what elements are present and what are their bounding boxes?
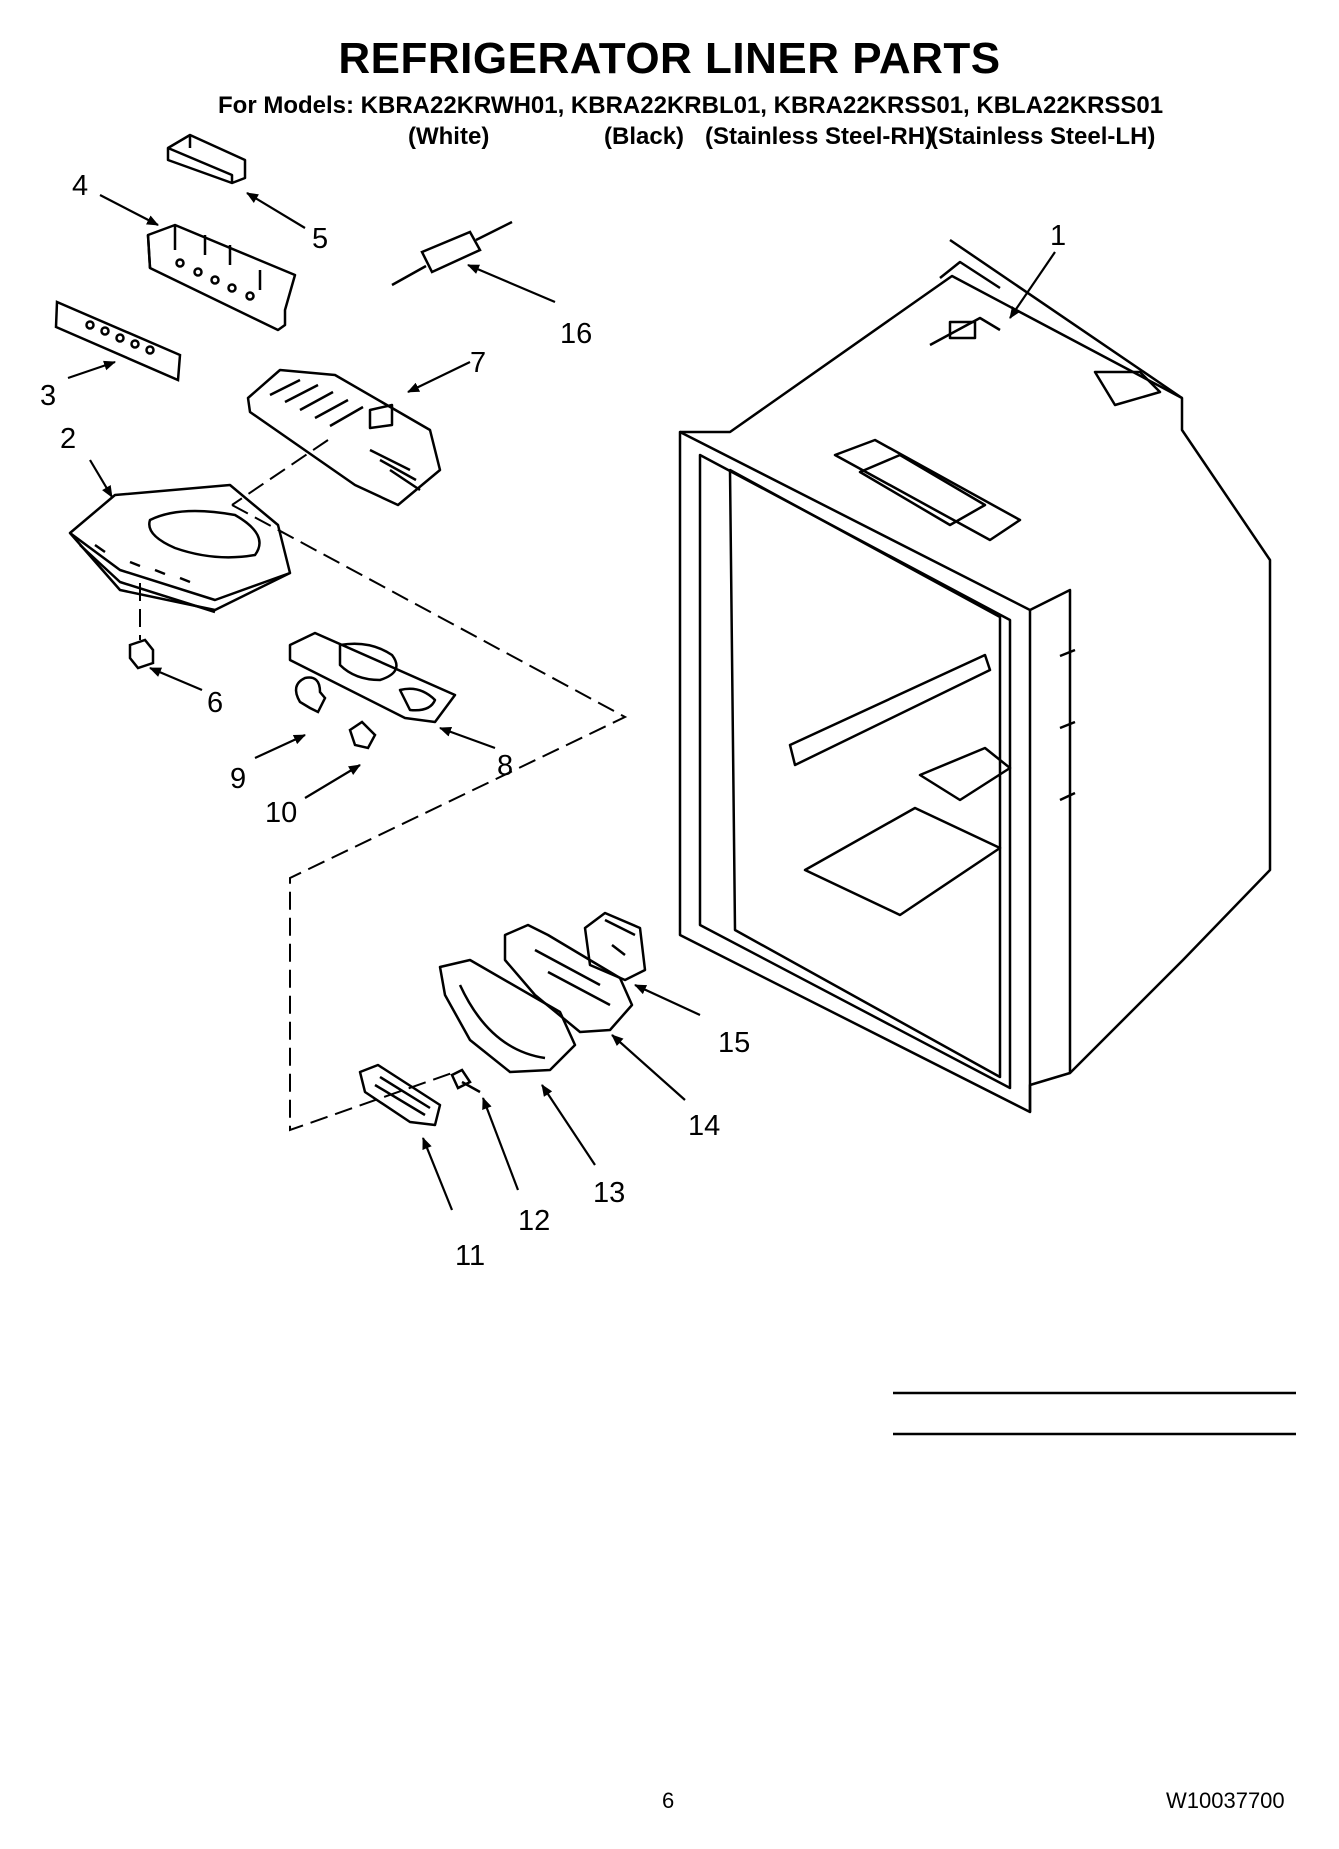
callout-4: 4: [72, 170, 88, 202]
part-7-light-shield: [246, 368, 442, 507]
callout-14: 14: [688, 1110, 720, 1142]
callout-10: 10: [265, 797, 297, 829]
separator-lines: [893, 1391, 1296, 1436]
variant-stainless-lh: (Stainless Steel-LH): [930, 123, 1156, 150]
models-line: For Models: KBRA22KRWH01, KBRA22KRBL01, …: [218, 92, 1164, 119]
part-15-valve: [583, 911, 647, 982]
assembly-dashed-outline: [139, 439, 628, 1132]
part-4-control-board: [146, 223, 297, 332]
callout-numbers: 1 2 3 4 5 6 7 8 9 10 11 12 13 14 15 16: [40, 170, 1066, 1272]
part-2-control-housing: [68, 483, 292, 614]
page-title: REFRIGERATOR LINER PARTS: [338, 34, 1001, 83]
callout-15: 15: [718, 1027, 750, 1059]
part-6-switch: [128, 638, 155, 670]
callout-6: 6: [207, 687, 223, 719]
part-12-screw: [450, 1068, 481, 1094]
variant-stainless-rh: (Stainless Steel-RH): [705, 123, 934, 150]
page-number: 6: [662, 1788, 675, 1813]
callout-5: 5: [312, 223, 328, 255]
part-13-cover: [438, 958, 577, 1074]
part-16-tube: [391, 220, 513, 287]
document-number: W10037700: [1166, 1788, 1285, 1813]
callout-16: 16: [560, 318, 592, 350]
part-10-socket: [348, 720, 377, 750]
callout-3: 3: [40, 380, 56, 412]
part-11-trim: [358, 1063, 442, 1127]
callout-12: 12: [518, 1205, 550, 1237]
callout-7: 7: [470, 347, 486, 379]
callout-8: 8: [497, 750, 513, 782]
part-5-bracket: [166, 133, 247, 185]
part-1-liner: [678, 238, 1272, 1114]
part-3-label-strip: [54, 300, 182, 382]
variant-white: (White): [408, 123, 490, 150]
callout-13: 13: [593, 1177, 625, 1209]
callout-9: 9: [230, 763, 246, 795]
callout-2: 2: [60, 423, 76, 455]
part-14-housing: [503, 923, 634, 1034]
callout-1: 1: [1050, 220, 1066, 252]
part-9-bulb: [294, 676, 327, 714]
callout-11: 11: [455, 1240, 485, 1272]
variant-black: (Black): [604, 123, 685, 150]
part-8-light-housing: [288, 631, 457, 724]
leader-lines: [67, 192, 1056, 1211]
